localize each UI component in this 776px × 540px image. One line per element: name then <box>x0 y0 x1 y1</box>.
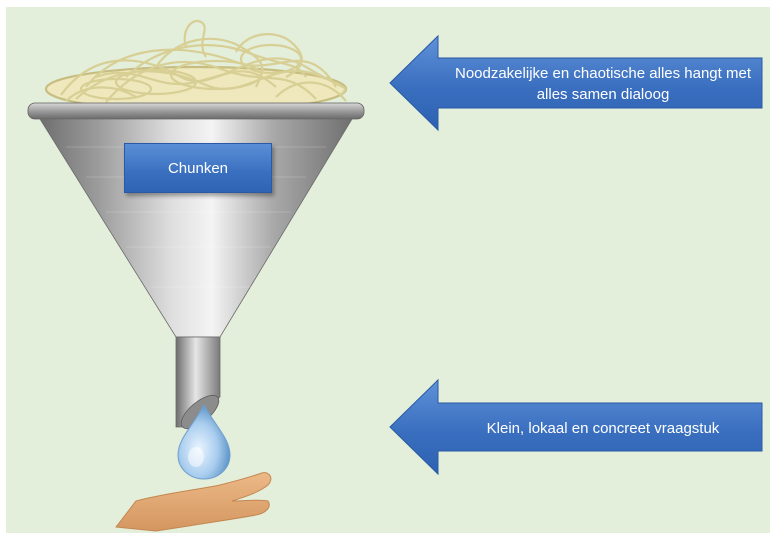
funnel-illustration <box>27 19 365 532</box>
arrow-bottom-label: Klein, lokaal en concreet vraagstuk <box>486 419 720 437</box>
hand-icon <box>115 472 272 532</box>
chunking-label-box: Chunken <box>124 143 272 193</box>
funnel-rim <box>27 102 365 120</box>
arrow-left-icon <box>389 34 763 132</box>
arrow-bottom: Klein, lokaal en concreet vraagstuk <box>388 378 766 476</box>
spaghetti-icon <box>44 19 348 113</box>
chunking-label: Chunken <box>167 159 229 177</box>
arrow-top-label: Noodzakelijke en chaotische alles hangt … <box>454 65 751 103</box>
diagram-canvas: Chunken Noodzakelijke en chaotische alle… <box>6 7 770 533</box>
arrow-top: Noodzakelijke en chaotische alles hangt … <box>388 34 766 132</box>
arrow-left-icon <box>389 378 763 476</box>
